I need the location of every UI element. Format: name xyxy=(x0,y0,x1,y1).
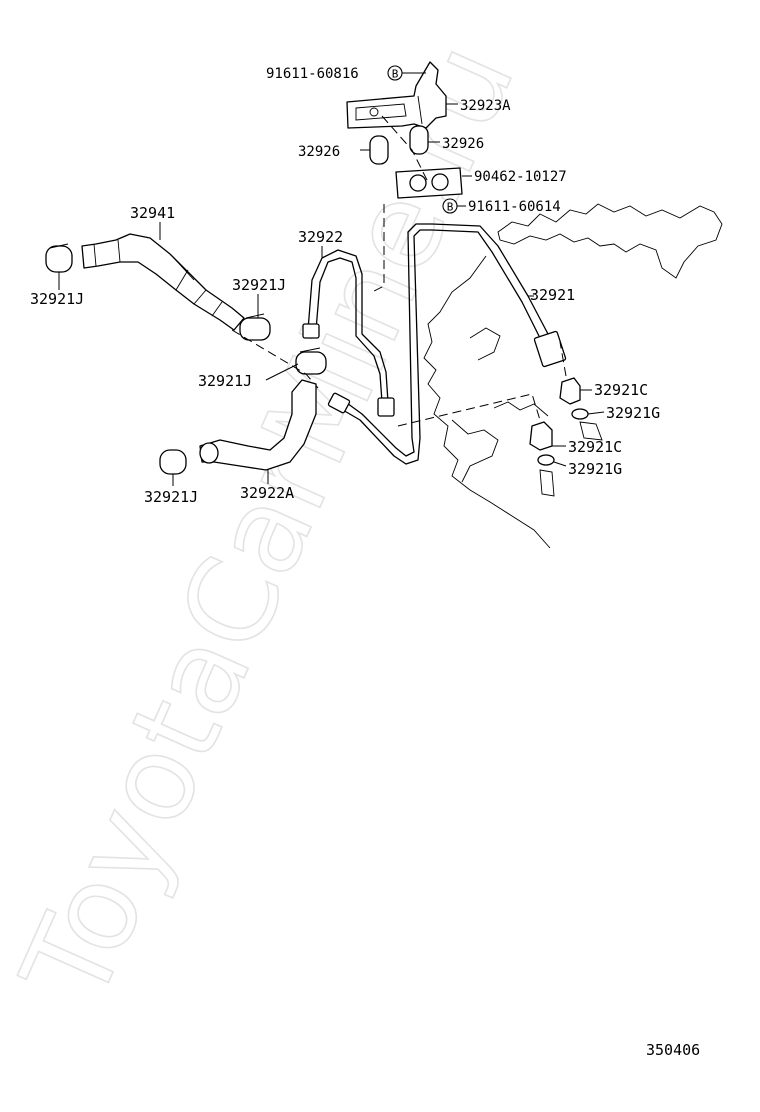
svg-text:B: B xyxy=(447,201,454,214)
label-91611-60816: 91611-60816 xyxy=(266,66,359,82)
cushion-left xyxy=(369,135,389,165)
label-32921G-lower: 32921G xyxy=(568,460,622,478)
leader-lines xyxy=(58,72,605,486)
tube-32921 xyxy=(431,223,567,368)
union-lower xyxy=(529,421,553,451)
guide-line-unions xyxy=(397,393,541,427)
bolt-symbol-lower: B xyxy=(442,198,458,214)
label-32921C-lower: 32921C xyxy=(568,438,622,456)
label-90462-10127: 90462-10127 xyxy=(474,169,567,185)
union-upper xyxy=(559,377,581,405)
label-32926-right: 32926 xyxy=(442,136,484,152)
cushion-right xyxy=(409,125,429,155)
hose-32941 xyxy=(81,233,245,331)
upper-port xyxy=(579,421,603,441)
hose-32922A xyxy=(199,379,317,471)
clip-mid-lower xyxy=(295,347,327,375)
clip-bottom xyxy=(159,449,187,475)
gasket-upper xyxy=(571,408,589,420)
gasket-lower xyxy=(537,454,555,466)
clip-mid-upper xyxy=(239,313,271,341)
guide-line-upper-union xyxy=(559,341,567,377)
label-32922: 32922 xyxy=(298,228,343,246)
clamp-plate-90462 xyxy=(395,167,463,199)
label-32941: 32941 xyxy=(130,204,175,222)
label-32921: 32921 xyxy=(530,286,575,304)
bracket-32923A xyxy=(346,61,447,129)
label-32922A: 32922A xyxy=(240,484,294,502)
label-32921J-bottom: 32921J xyxy=(144,488,198,506)
diagram-id: 350406 xyxy=(646,1041,700,1059)
label-32921J-middle: 32921J xyxy=(198,372,252,390)
svg-text:B: B xyxy=(392,68,399,81)
lower-port xyxy=(539,469,555,497)
label-32926-left: 32926 xyxy=(298,144,340,160)
label-32921J-left: 32921J xyxy=(30,290,84,308)
bracket-assembly-line xyxy=(381,115,429,183)
label-32921C-upper: 32921C xyxy=(594,381,648,399)
tube-32922 xyxy=(302,223,433,465)
clip-left xyxy=(45,243,73,273)
guide-line-bracket xyxy=(371,204,385,293)
bolt-symbol-upper: B xyxy=(387,65,403,81)
label-32921J-upper: 32921J xyxy=(232,276,286,294)
transmission-housing xyxy=(423,203,723,549)
label-32923A: 32923A xyxy=(460,98,511,114)
label-91611-60614: 91611-60614 xyxy=(468,199,561,215)
label-32921G-upper: 32921G xyxy=(606,404,660,422)
